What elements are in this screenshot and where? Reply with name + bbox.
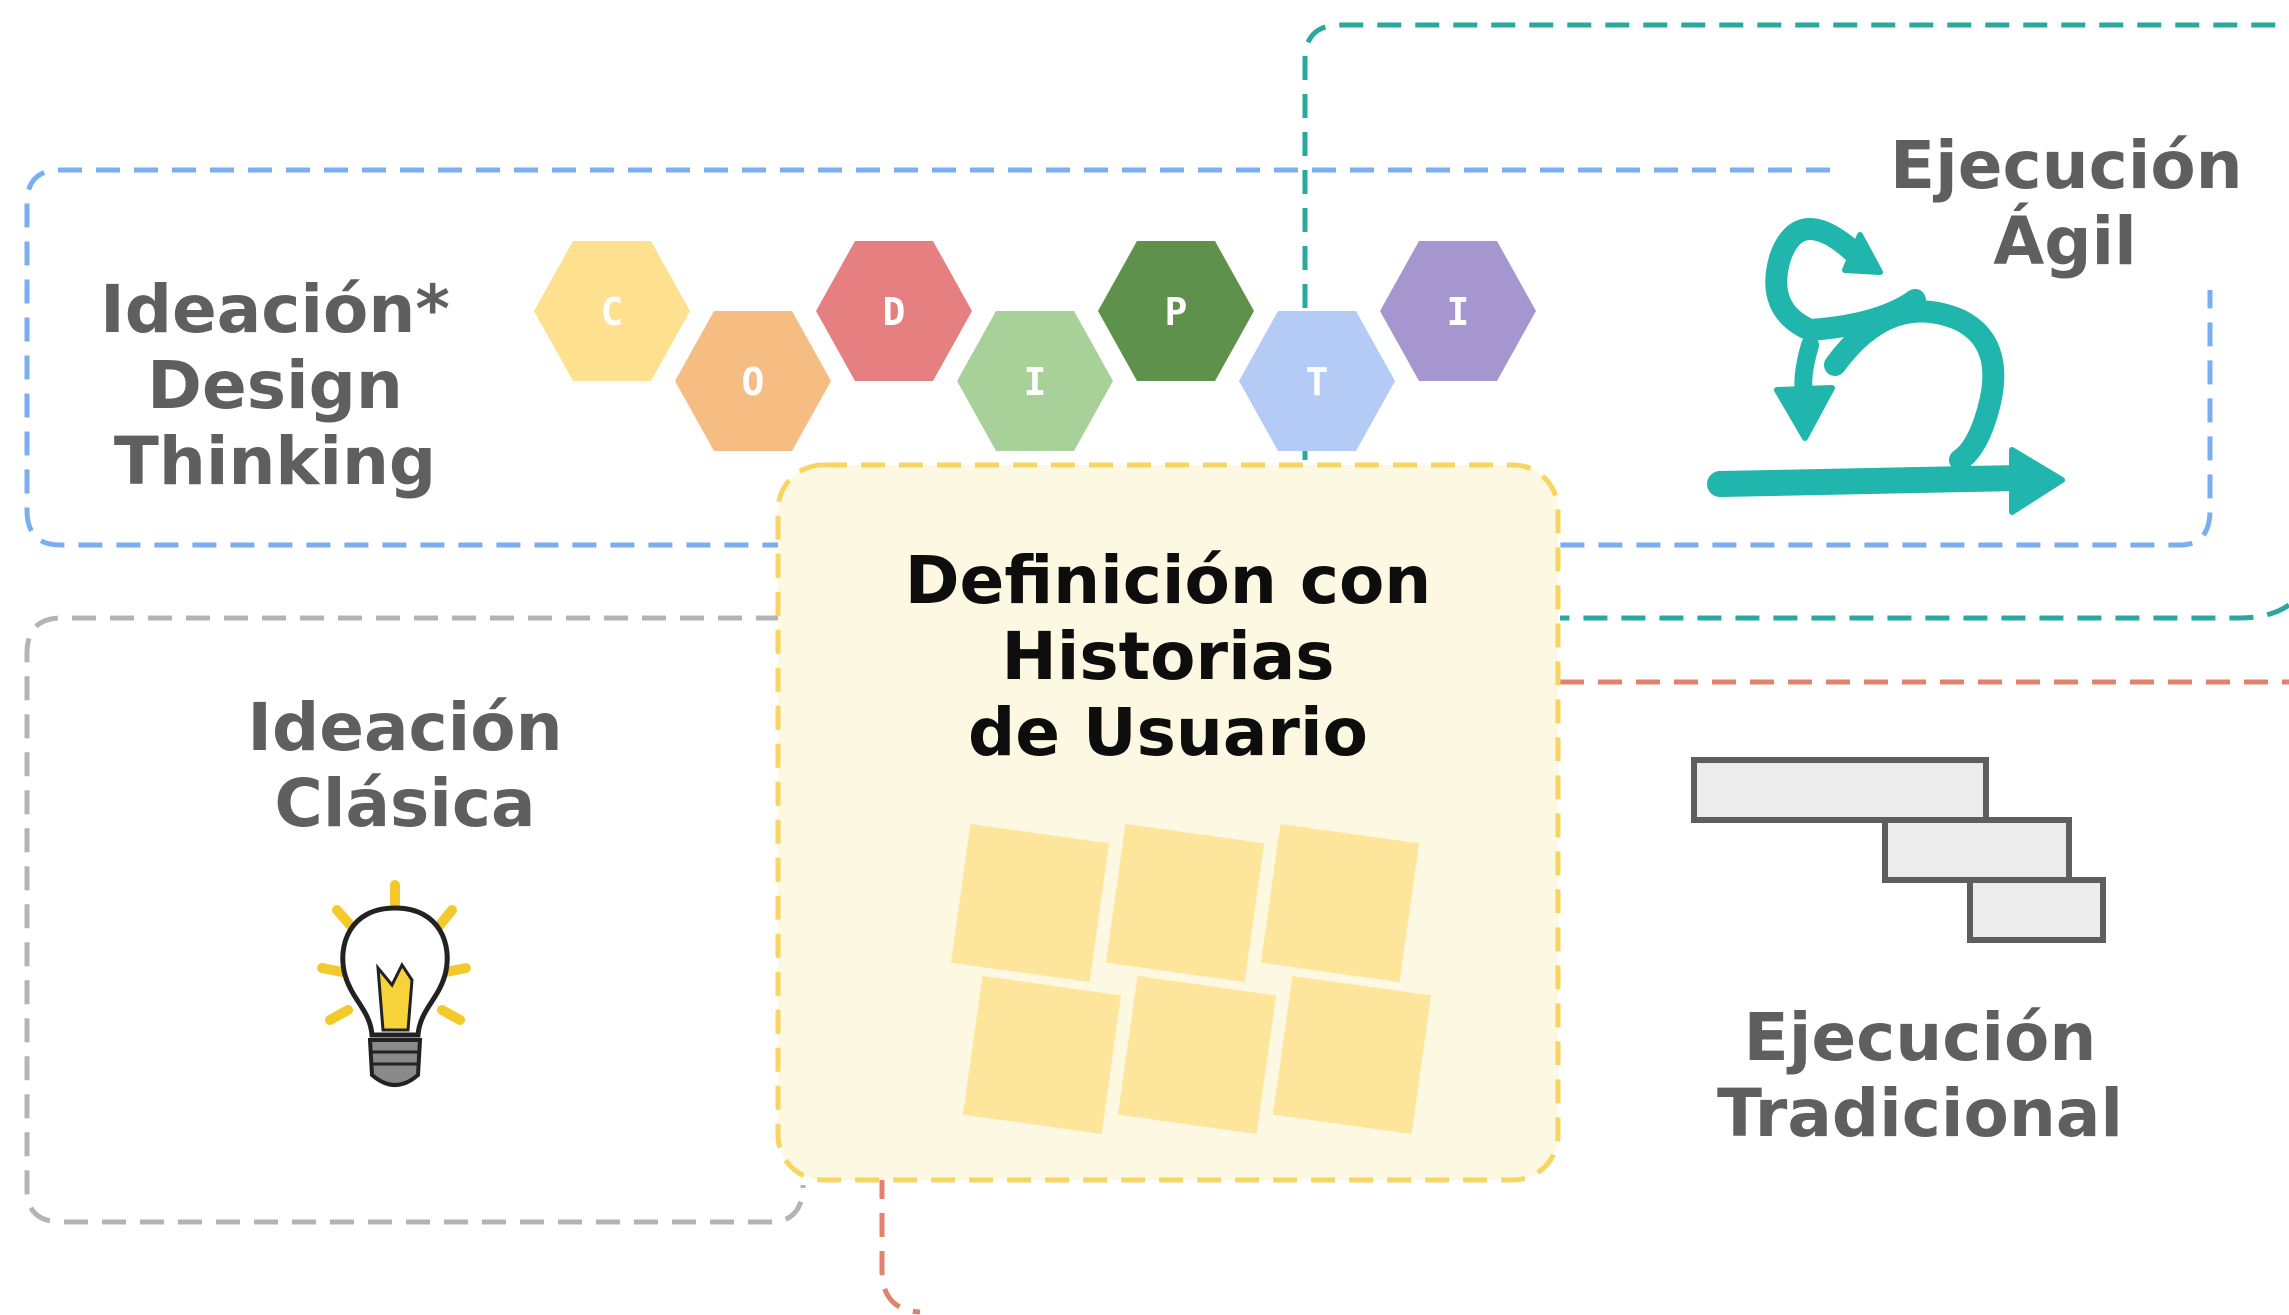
hexagon-5 bbox=[1098, 241, 1254, 381]
hexagon-letter-7: I bbox=[1447, 290, 1470, 334]
sticky-notes-icon bbox=[950, 823, 1432, 1135]
traditional-execution-label: Ejecución Tradicional bbox=[1700, 1000, 2140, 1152]
hexagon-letter-4: I bbox=[1024, 360, 1047, 404]
hexagon-letter-5: P bbox=[1165, 290, 1188, 334]
design-thinking-frame bbox=[24, 167, 2213, 548]
classic-line-2: Clásica bbox=[274, 765, 536, 842]
hexagon-letter-6: T bbox=[1306, 360, 1329, 404]
classic-line-1: Ideación bbox=[247, 689, 563, 766]
design-thinking-label: Ideación* Design Thinking bbox=[95, 272, 455, 500]
hexagon-2 bbox=[675, 311, 831, 451]
lightbulb-icon bbox=[317, 880, 471, 1087]
hexagon-7 bbox=[1380, 241, 1536, 381]
hexagon-1 bbox=[534, 241, 690, 381]
traditional-line-1: Ejecución bbox=[1743, 999, 2097, 1076]
agile-loop-arrow-icon bbox=[1707, 218, 2065, 515]
agile-line-2: Ágil bbox=[1993, 203, 2137, 280]
hexagon-letter-1: C bbox=[601, 290, 624, 334]
design-thinking-line-2: Design bbox=[147, 347, 403, 424]
center-line-2: Historias bbox=[1001, 618, 1335, 695]
center-line-1: Definición con bbox=[904, 542, 1432, 619]
hexagon-4 bbox=[957, 311, 1113, 451]
agile-line-1: Ejecución bbox=[1890, 127, 2243, 204]
classic-ideation-label: Ideación Clásica bbox=[230, 690, 580, 842]
traditional-frame bbox=[879, 679, 2289, 1315]
hexagon-3 bbox=[816, 241, 972, 381]
agile-execution-label: Ejecución Ágil bbox=[1890, 127, 2243, 280]
design-thinking-line-3: Thinking bbox=[113, 423, 437, 500]
hexagon-6 bbox=[1239, 311, 1395, 451]
traditional-line-2: Tradicional bbox=[1717, 1075, 2123, 1152]
gantt-chart-icon bbox=[1691, 757, 2106, 943]
hexagon-letter-3: D bbox=[883, 290, 906, 334]
hexagon-row: C O D I P T I bbox=[534, 241, 1536, 451]
design-thinking-line-1: Ideación* bbox=[100, 271, 450, 348]
center-line-3: de Usuario bbox=[968, 694, 1368, 771]
user-stories-title: Definición con Historias de Usuario bbox=[858, 543, 1478, 771]
agile-frame bbox=[1302, 22, 2289, 621]
hexagon-letter-2: O bbox=[742, 360, 765, 404]
classic-ideation-frame bbox=[24, 615, 806, 1225]
